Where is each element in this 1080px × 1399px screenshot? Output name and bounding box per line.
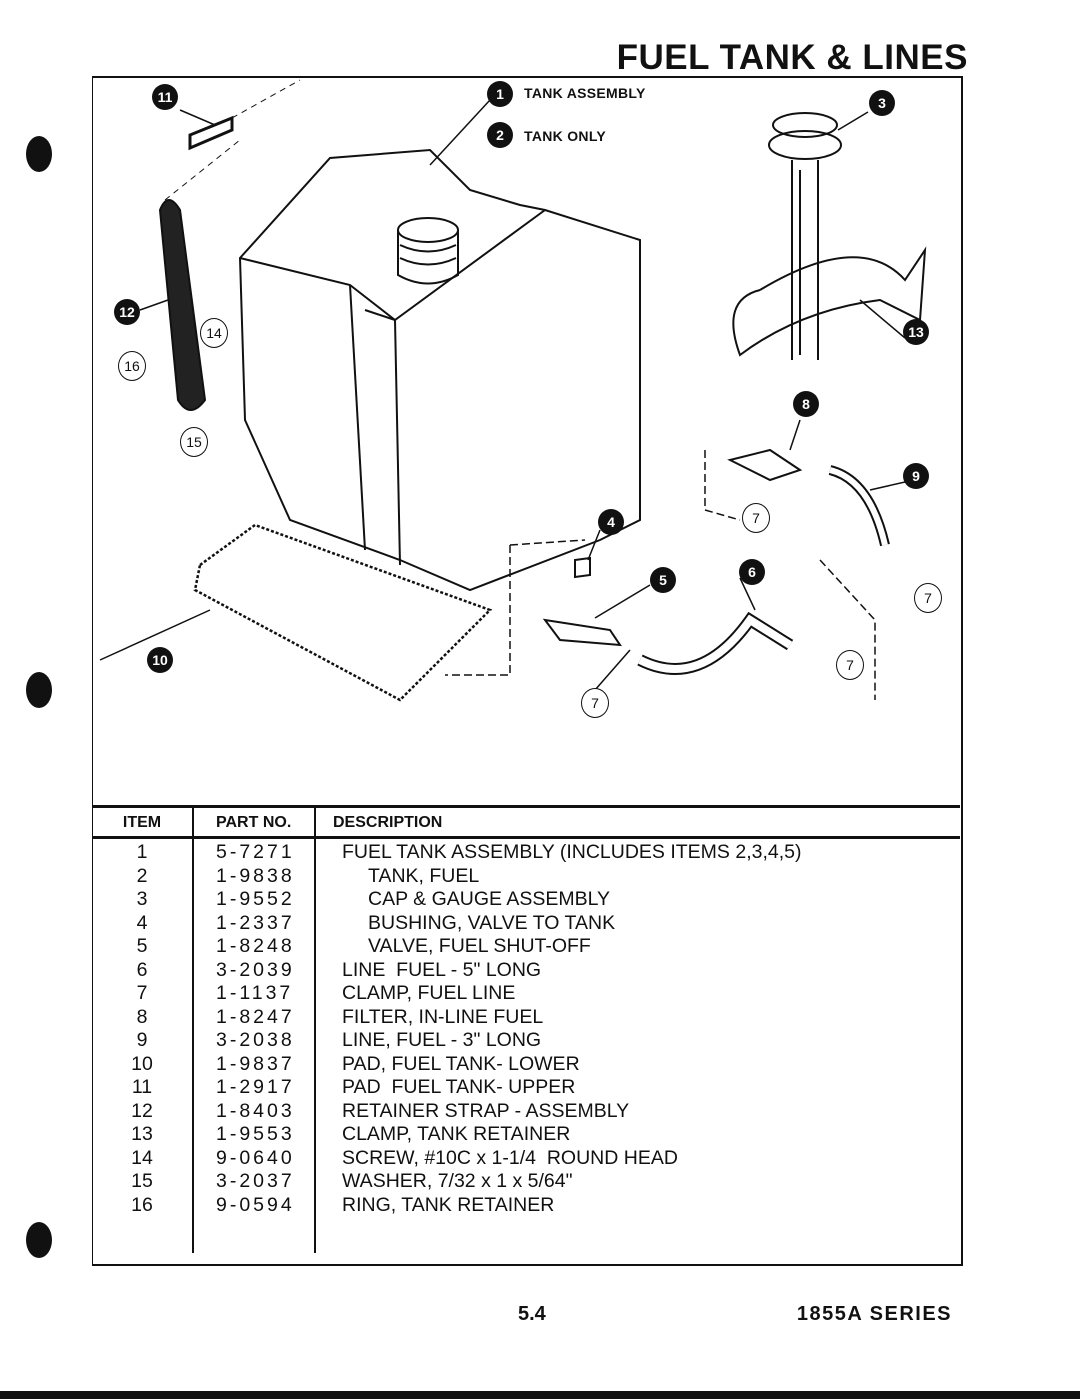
header-description: DESCRIPTION	[333, 814, 443, 831]
tank-assembly-label: TANK ASSEMBLY	[524, 85, 646, 101]
callout-13: 13	[903, 319, 929, 345]
callout-7: 7	[581, 688, 609, 718]
callout-2: 2	[487, 122, 513, 148]
callout-1: 1	[487, 81, 513, 107]
item-number: 5	[136, 935, 148, 957]
page-frame	[92, 76, 963, 1266]
bottom-border	[0, 1391, 1080, 1399]
column-divider	[314, 805, 316, 1253]
part-number: 5-7271	[216, 841, 295, 863]
item-number: 4	[136, 911, 148, 934]
header-item: ITEM	[122, 814, 162, 831]
callout-11: 11	[152, 84, 178, 110]
part-number: 9-0640	[216, 1146, 295, 1169]
part-description: PAD, FUEL TANK- LOWER	[342, 1052, 580, 1075]
callout-4: 4	[598, 509, 624, 535]
item-number: 9	[136, 1029, 148, 1051]
callout-14: 14	[200, 318, 228, 348]
callout-3: 3	[869, 90, 895, 116]
item-number: 15	[131, 1170, 153, 1192]
upper-pad-drawing	[188, 115, 234, 151]
part-description: BUSHING, VALVE TO TANK	[368, 911, 616, 934]
part-description: VALVE, FUEL SHUT-OFF	[368, 935, 591, 957]
page-title: FUEL TANK & LINES	[616, 38, 968, 77]
item-number: 8	[136, 1005, 148, 1028]
callout-9: 9	[903, 463, 929, 489]
page-number: 5.4	[518, 1303, 546, 1325]
item-number: 7	[136, 982, 148, 1004]
part-number: 3-2038	[216, 1029, 295, 1051]
strap-drawing	[158, 199, 207, 411]
part-description: FUEL TANK ASSEMBLY (INCLUDES ITEMS 2,3,4…	[342, 841, 802, 863]
part-number: 9-0594	[216, 1193, 295, 1216]
series-label: 1855A SERIES	[796, 1303, 952, 1325]
header-part-no: PART NO.	[216, 814, 292, 831]
part-number: 1-9837	[216, 1052, 295, 1075]
part-number: 1-8403	[216, 1099, 295, 1122]
item-number: 16	[131, 1193, 153, 1216]
part-description: RETAINER STRAP - ASSEMBLY	[342, 1099, 630, 1122]
callout-7: 7	[836, 650, 864, 680]
callout-7: 7	[742, 503, 770, 533]
tank-only-label: TANK ONLY	[524, 128, 607, 144]
exploded-parts-diagram	[99, 79, 927, 702]
part-number: 1-9838	[216, 864, 295, 887]
callout-8: 8	[793, 391, 819, 417]
part-number: 3-2039	[216, 958, 295, 981]
part-number: 3-2037	[216, 1170, 295, 1192]
item-number: 2	[136, 864, 148, 887]
part-description: TANK, FUEL	[368, 864, 480, 887]
callout-12: 12	[114, 299, 140, 325]
part-number: 1-2337	[216, 911, 295, 934]
part-description: PAD FUEL TANK- UPPER	[342, 1076, 576, 1098]
part-description: WASHER, 7/32 x 1 x 5/64"	[342, 1170, 573, 1192]
part-description: SCREW, #10C x 1-1/4 ROUND HEAD	[342, 1146, 678, 1169]
fuel-tank-drawing	[238, 148, 641, 592]
part-number: 1-1137	[216, 982, 294, 1004]
part-number: 1-8247	[216, 1005, 295, 1028]
callout-15: 15	[180, 427, 208, 457]
item-number: 6	[136, 958, 148, 981]
item-number: 12	[131, 1099, 153, 1122]
binder-hole	[26, 136, 52, 172]
callout-7: 7	[914, 583, 942, 613]
part-description: RING, TANK RETAINER	[342, 1193, 555, 1216]
part-description: LINE, FUEL - 3" LONG	[342, 1029, 542, 1051]
part-number: 1-2917	[216, 1076, 295, 1098]
part-number: 1-8248	[216, 935, 295, 957]
item-number: 14	[131, 1146, 153, 1169]
binder-hole	[26, 672, 52, 708]
part-number: 1-9552	[216, 888, 295, 910]
callout-10: 10	[147, 647, 173, 673]
lower-pad-drawing	[193, 523, 493, 702]
binder-hole	[26, 1222, 52, 1258]
part-description: CLAMP, FUEL LINE	[342, 982, 516, 1004]
part-description: LINE FUEL - 5" LONG	[342, 958, 542, 981]
item-number: 10	[131, 1052, 153, 1075]
item-number: 13	[131, 1123, 153, 1145]
part-description: CLAMP, TANK RETAINER	[342, 1123, 571, 1145]
item-number: 11	[131, 1076, 153, 1098]
item-number: 3	[136, 888, 148, 910]
callout-5: 5	[650, 567, 676, 593]
cap-gauge-drawing	[732, 112, 927, 360]
item-number: 1	[136, 841, 148, 863]
callout-16: 16	[118, 351, 146, 381]
part-description: CAP & GAUGE ASSEMBLY	[368, 888, 611, 910]
callout-6: 6	[739, 559, 765, 585]
part-number: 1-9553	[216, 1123, 295, 1145]
table-header: ITEM PART NO. DESCRIPTION	[92, 805, 960, 839]
part-description: FILTER, IN-LINE FUEL	[342, 1005, 544, 1028]
column-divider	[192, 805, 194, 1253]
